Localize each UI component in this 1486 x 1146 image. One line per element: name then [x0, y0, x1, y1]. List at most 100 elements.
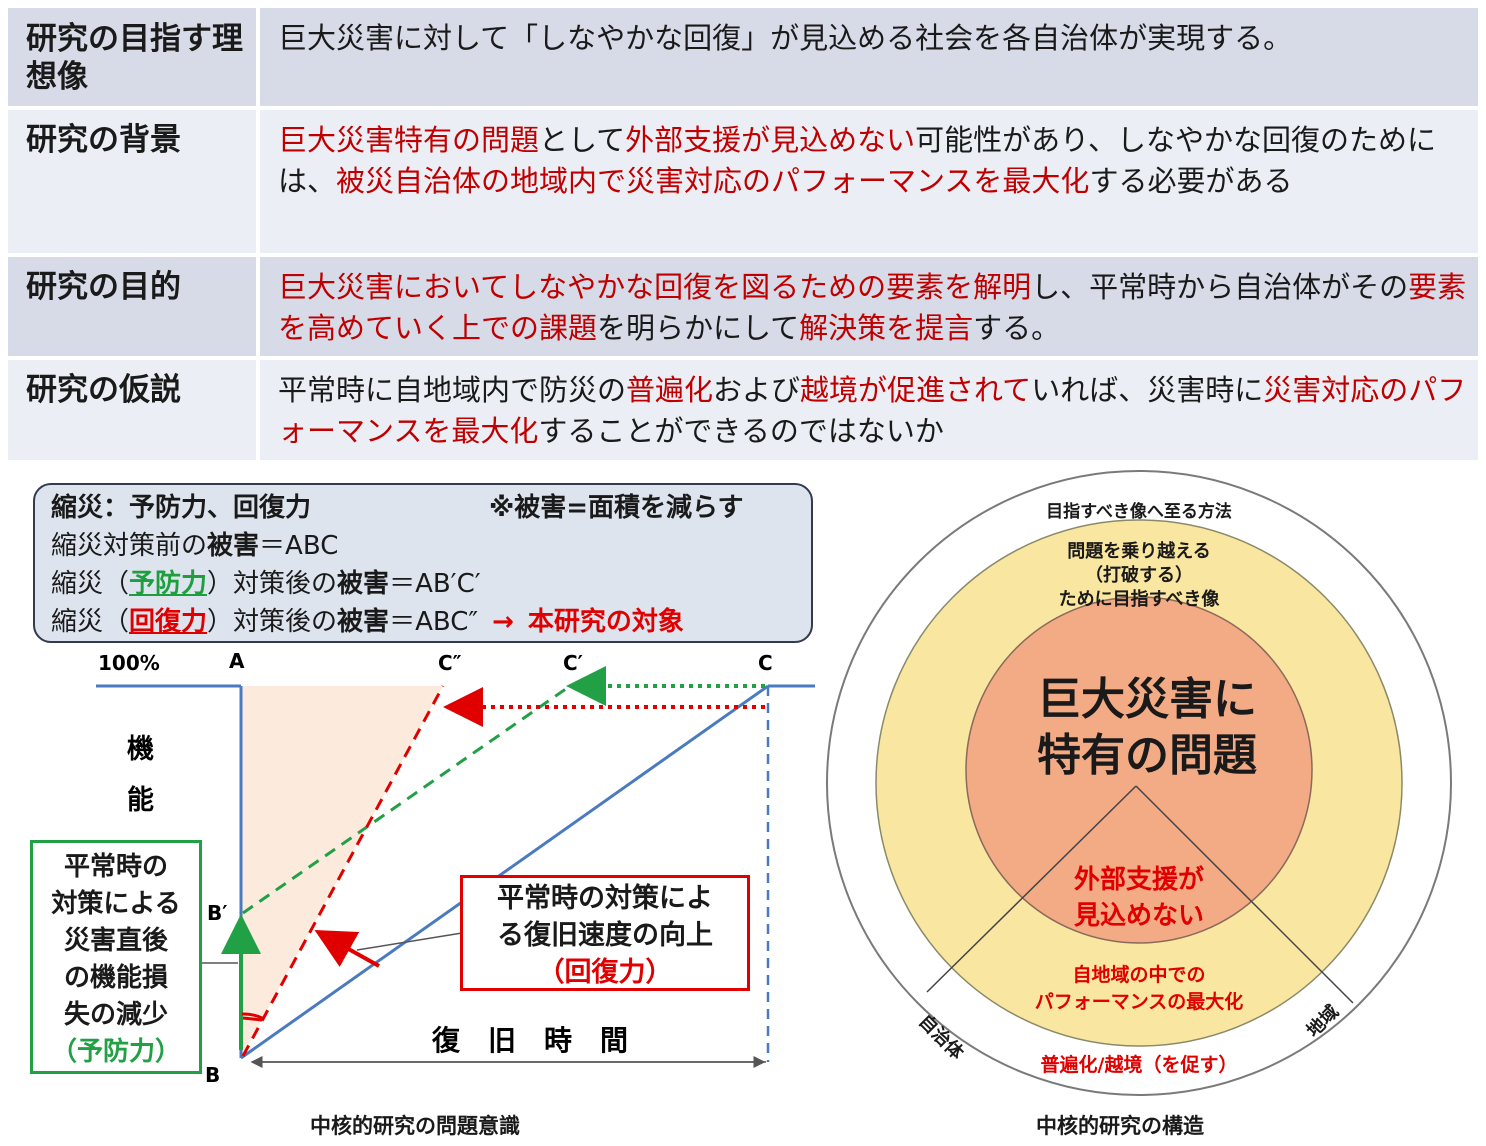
body-text: を明らかにして: [597, 311, 800, 345]
row-content: 巨大災害においてしなやかな回復を図るための要素を解明し、平常時から自治体がその要…: [260, 257, 1478, 356]
legend-prevent: 予防力: [129, 569, 208, 599]
middle-label: 問題を乗り越える （打破する） ために目指すべき像: [1059, 540, 1220, 612]
legend-text: ）対策後の: [207, 607, 338, 637]
label-a: A: [229, 649, 245, 673]
core-line: 巨大災害に: [1037, 674, 1257, 725]
wedge-left: [926, 785, 1137, 993]
core-line: 特有の問題: [1037, 730, 1257, 781]
legend-box: 縮災：予防力、回復力 ※被害=面積を減らす 縮災対策前の被害＝ABC 縮災（予防…: [33, 483, 813, 643]
body-text: および: [713, 373, 801, 407]
row-content: 巨大災害特有の問題として外部支援が見込めない可能性があり、しなやかな回復のために…: [260, 110, 1478, 253]
highlight-text: 巨大災害特有の問題: [278, 123, 540, 157]
row-label: 研究の目指す理想像: [8, 8, 256, 106]
graph-caption: 中核的研究の問題意識: [310, 1114, 520, 1138]
body-text: する。: [973, 311, 1061, 345]
legend-text: ）対策後の: [207, 569, 338, 599]
legend-note: ※被害=面積を減らす: [489, 493, 744, 523]
legend-text: 縮災（: [51, 569, 130, 599]
body-text: し、平常時から自治体がその: [1031, 270, 1409, 304]
legend-recovery: 回復力: [129, 607, 208, 637]
wedge-right: [1135, 785, 1354, 1004]
legend-title: 縮災：予防力、回復力: [51, 493, 312, 523]
structure-caption: 中核的研究の構造: [1036, 1114, 1204, 1138]
body-text: 平常時に自地域内で防災の: [278, 373, 627, 407]
prevent-line: 平常時の: [63, 852, 168, 882]
highlight-text: 被災自治体の地域内で災害対応のパフォーマンスを最大化: [336, 164, 1090, 198]
prevent-tag: （予防力）: [50, 1037, 181, 1067]
line-bdcd: [242, 684, 571, 915]
middle-label-line: 問題を乗り越える: [1067, 541, 1211, 562]
recovery-line: る復旧速度の向上: [497, 920, 713, 951]
legend-text: 被害: [207, 531, 260, 561]
middle-label-line: ために目指すべき像: [1058, 589, 1220, 610]
line-bc: [240, 684, 769, 1060]
arrow-speed: [314, 930, 380, 968]
row-label: 研究の背景: [8, 110, 256, 253]
label-100: 100%: [98, 651, 160, 675]
legend-line-4: 縮災（回復力）対策後の被害＝ABC″ → 本研究の対象: [51, 605, 684, 639]
legend-text: ＝ABC″: [389, 607, 479, 637]
callout-recov: [356, 932, 463, 951]
legend-line-1: 縮災：予防力、回復力: [51, 491, 311, 525]
performance-label: 自地域の中での パフォーマンスの最大化: [1035, 962, 1244, 1016]
prevent-line: 失の減少: [63, 1000, 168, 1030]
method-label: 普遍化/越境（を促す）: [1040, 1054, 1238, 1076]
body-text: いれば、災害時に: [1031, 373, 1264, 407]
label-b: B: [205, 1063, 220, 1087]
legend-text: ＝AB′C′: [389, 569, 481, 599]
legend-text: 被害: [337, 569, 390, 599]
highlight-text: 要素を高めていく上での課題: [278, 270, 1467, 345]
highlight-text: 外部支援が見込めない: [625, 123, 916, 157]
label-c: C: [758, 651, 773, 675]
xlabel: 復 旧 時 間: [431, 1024, 628, 1057]
row-label: 研究の目的: [8, 257, 256, 356]
highlight-text: 普遍化: [626, 373, 714, 407]
arrow-icon: →: [492, 607, 514, 637]
legend-text: 被害: [337, 607, 390, 637]
label-cdd: C″: [438, 651, 462, 675]
ylabel-1: 機: [127, 734, 154, 765]
highlight-text: 巨大災害においてしなやかな回復を図るための要素を解明: [278, 270, 1032, 304]
angle-arc-side: [242, 1016, 263, 1022]
legend-text: ＝ABC: [259, 531, 339, 561]
prevent-line: 災害直後: [63, 926, 168, 956]
recovery-tag: （回復力）: [537, 957, 673, 988]
core-sub-line: 外部支援が: [1073, 865, 1205, 895]
performance-line: パフォーマンスの最大化: [1034, 991, 1244, 1013]
angle-arc: [241, 1012, 263, 1020]
row-ideal: 研究の目指す理想像 巨大災害に対して「しなやかな回復」が見込める社会を各自治体が…: [8, 8, 1478, 106]
legend-line-2: 縮災対策前の被害＝ABC: [51, 529, 338, 563]
core-sub-line: 見込めない: [1073, 901, 1205, 931]
highlight-text: 越境が促進されて: [800, 373, 1032, 407]
body-text: 可能性があり、しなやかな回復のためには、: [278, 123, 1437, 198]
row-content: 平常時に自地域内で防災の普遍化および越境が促進されていれば、災害時に災害対応のパ…: [260, 360, 1478, 460]
performance-line: 自地域の中での: [1072, 964, 1206, 986]
row-label: 研究の仮説: [8, 360, 256, 460]
outer-label: 目指すべき像へ至る方法: [1046, 502, 1232, 522]
core-circle: [965, 596, 1313, 944]
prevent-box: 平常時の 対策による 災害直後 の機能損 失の減少 （予防力）: [30, 840, 202, 1074]
middle-label-line: （打破する）: [1085, 565, 1193, 586]
core-label: 巨大災害に 特有の問題: [1037, 672, 1257, 784]
legend-text: 縮災（: [51, 607, 130, 637]
prevent-line: 対策による: [51, 889, 181, 919]
legend-text: 縮災対策前の: [51, 531, 208, 561]
core-sub-label: 外部支援が 見込めない: [1074, 862, 1204, 934]
body-text: 巨大災害に対して「しなやかな回復」が見込める社会を各自治体が実現する。: [278, 21, 1293, 55]
row-hypothesis: 研究の仮説 平常時に自地域内で防災の普遍化および越境が促進されていれば、災害時に…: [8, 360, 1478, 460]
prevent-line: の機能損: [63, 963, 168, 993]
legend-line-3: 縮災（予防力）対策後の被害＝AB′C′: [51, 567, 481, 601]
line-bcdd: [241, 685, 445, 1057]
label-bd: B′: [207, 901, 228, 925]
legend-target: 本研究の対象: [527, 607, 684, 637]
highlight-text: 災害対応のパフォーマンスを最大化: [278, 373, 1467, 448]
body-text: として: [539, 123, 626, 157]
highlight-text: 解決策を提言: [799, 311, 974, 345]
recovery-line: 平常時の対策によ: [497, 883, 713, 914]
recovery-box: 平常時の対策によ る復旧速度の向上 （回復力）: [460, 875, 750, 991]
label-cd: C′: [563, 651, 583, 675]
row-background: 研究の背景 巨大災害特有の問題として外部支援が見込めない可能性があり、しなやかな…: [8, 110, 1478, 253]
body-text: することができるのではないか: [538, 414, 944, 448]
